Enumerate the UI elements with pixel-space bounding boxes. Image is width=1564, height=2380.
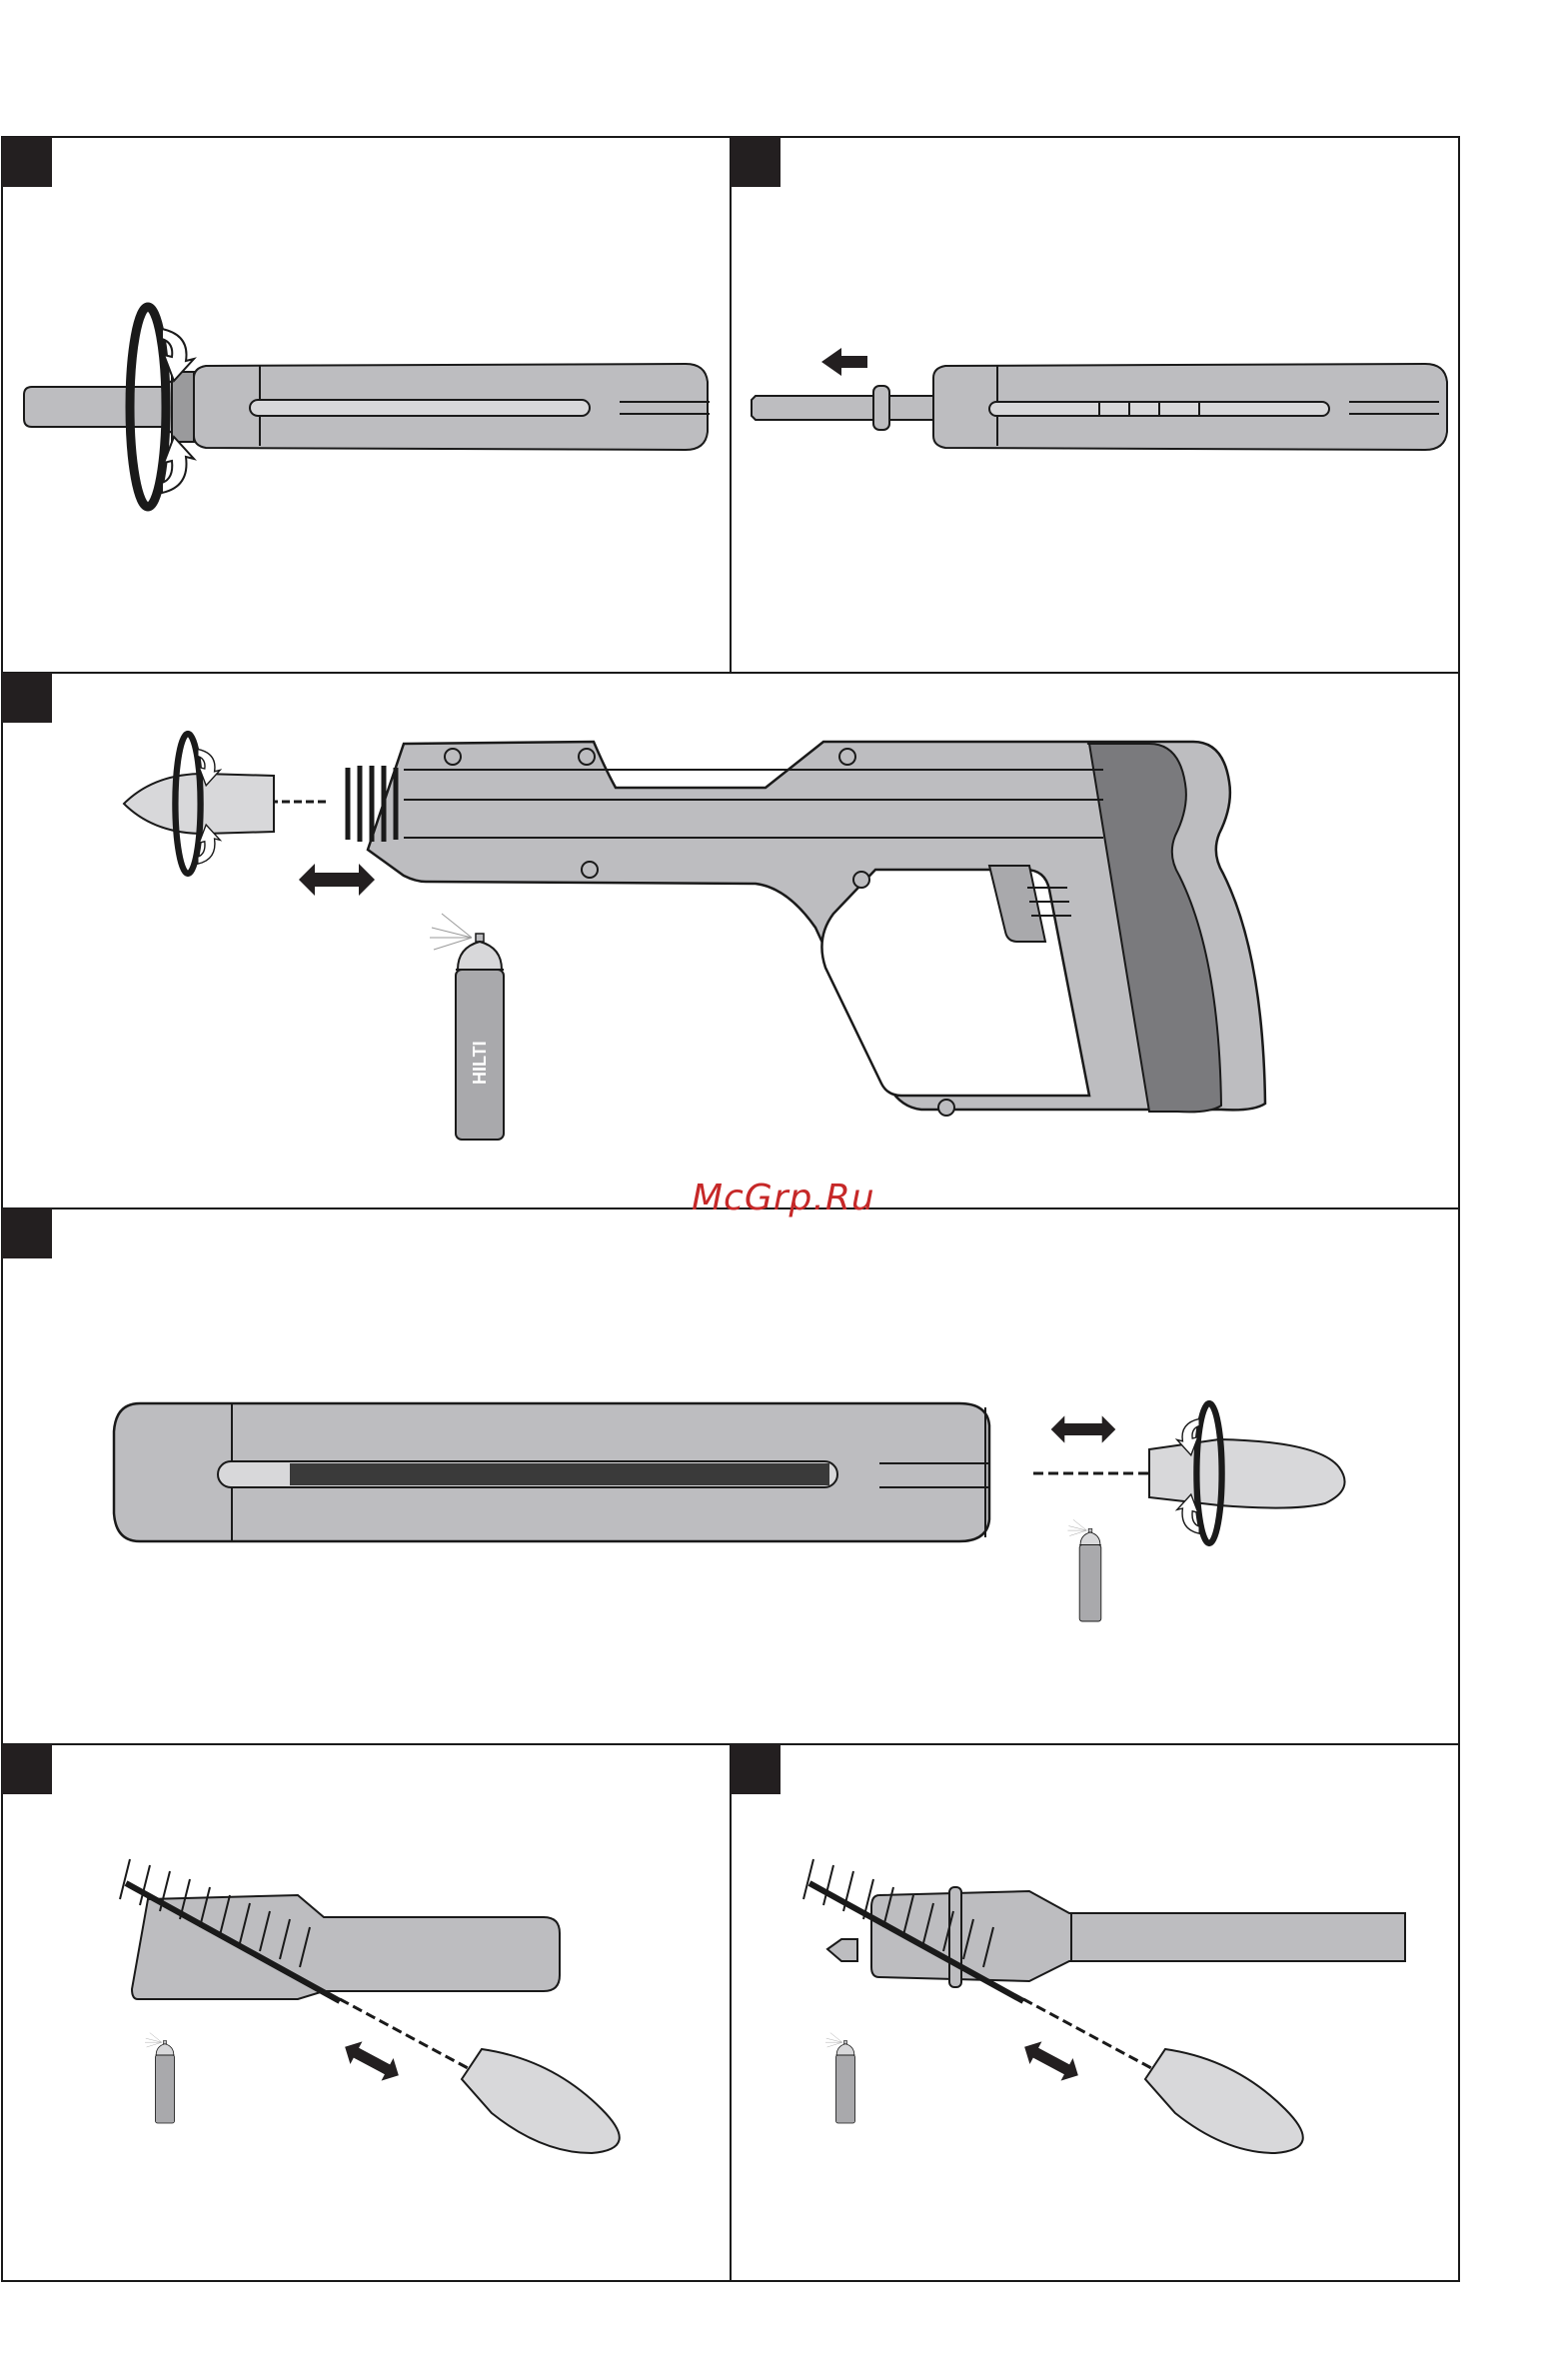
panel-1-piston-guide [24, 307, 710, 507]
double-arrow-icon [1051, 1415, 1116, 1442]
spray-can-icon [145, 2033, 175, 2123]
panel-3-tool-body: HILTI [124, 734, 1265, 1140]
panel-2-piston-removal [752, 348, 1447, 450]
panel-6-marker [731, 1744, 781, 1794]
double-arrow-icon [1018, 2035, 1084, 2086]
panel-3-marker [2, 673, 52, 723]
panel-4-marker [2, 1208, 52, 1258]
panel-6-piston [803, 1859, 1405, 2153]
spray-can-icon: HILTI [430, 914, 504, 1140]
spray-can-icon [1068, 1519, 1101, 1621]
spray-can-icon [825, 2033, 855, 2123]
panel-4-slot-cleaning [114, 1403, 1345, 1621]
spray-can-brand: HILTI [470, 1041, 490, 1085]
pull-arrow-icon [821, 348, 867, 376]
panel-5-bolt-guide [120, 1859, 620, 2153]
double-arrow-icon [299, 864, 375, 896]
watermark-text: McGrp.Ru [692, 1178, 931, 1221]
panel-5-marker [2, 1744, 52, 1794]
panel-2-marker [731, 137, 781, 187]
panel-1-marker [2, 137, 52, 187]
double-arrow-icon [339, 2035, 405, 2086]
